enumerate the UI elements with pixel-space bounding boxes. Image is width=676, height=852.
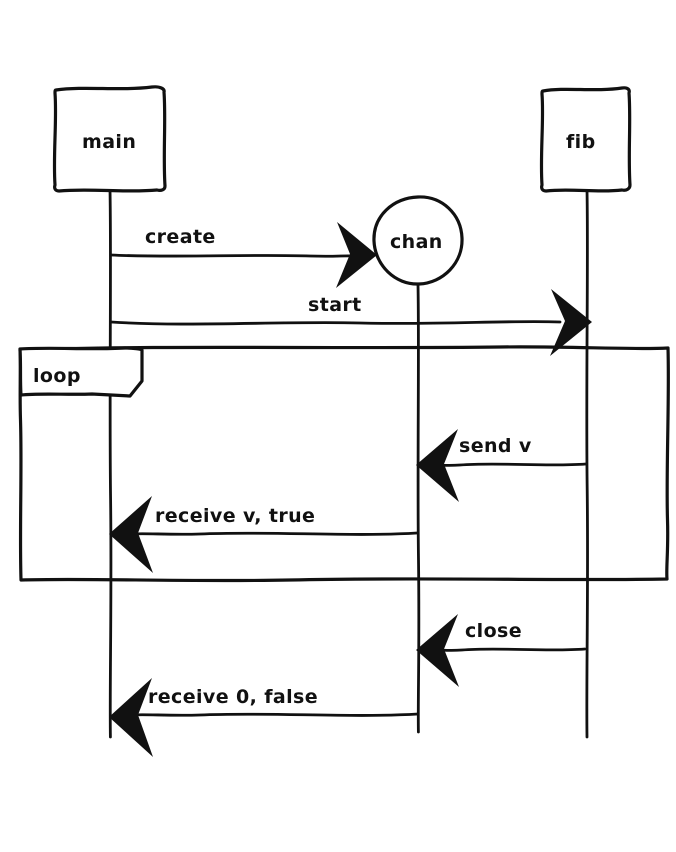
- arrowhead-right-icon: [336, 222, 377, 288]
- arrowhead-left-icon: [416, 429, 459, 502]
- participant-chan-label: chan: [390, 231, 443, 253]
- lifeline-fib: [585, 188, 589, 739]
- lifeline-chan: [416, 283, 421, 734]
- message-send-v[interactable]: send v: [416, 429, 588, 502]
- message-receive-0-false[interactable]: receive 0, false: [109, 678, 420, 757]
- fragment-loop: loop: [18, 345, 670, 583]
- message-start-label: start: [308, 294, 362, 316]
- message-start[interactable]: start: [109, 289, 592, 356]
- fragment-loop-label: loop: [33, 365, 81, 387]
- participant-fib-label: fib: [566, 131, 596, 153]
- message-close[interactable]: close: [416, 614, 587, 687]
- arrowhead-left-icon: [109, 496, 153, 573]
- participant-main[interactable]: main: [52, 85, 167, 193]
- arrowhead-left-icon: [416, 614, 459, 687]
- message-send-v-label: send v: [459, 435, 532, 457]
- participant-chan[interactable]: chan: [372, 195, 464, 286]
- participant-fib[interactable]: fib: [539, 86, 632, 193]
- message-receive-v-true[interactable]: receive v, true: [109, 496, 419, 573]
- lifeline-main: [108, 188, 113, 739]
- message-close-label: close: [465, 620, 522, 642]
- participant-main-label: main: [82, 131, 136, 153]
- message-receive-0-false-label: receive 0, false: [148, 686, 318, 708]
- message-receive-v-true-label: receive v, true: [155, 505, 315, 527]
- arrowhead-right-icon: [550, 289, 592, 356]
- message-create[interactable]: create: [109, 222, 377, 288]
- arrowhead-left-icon: [109, 678, 153, 757]
- message-create-label: create: [145, 226, 216, 248]
